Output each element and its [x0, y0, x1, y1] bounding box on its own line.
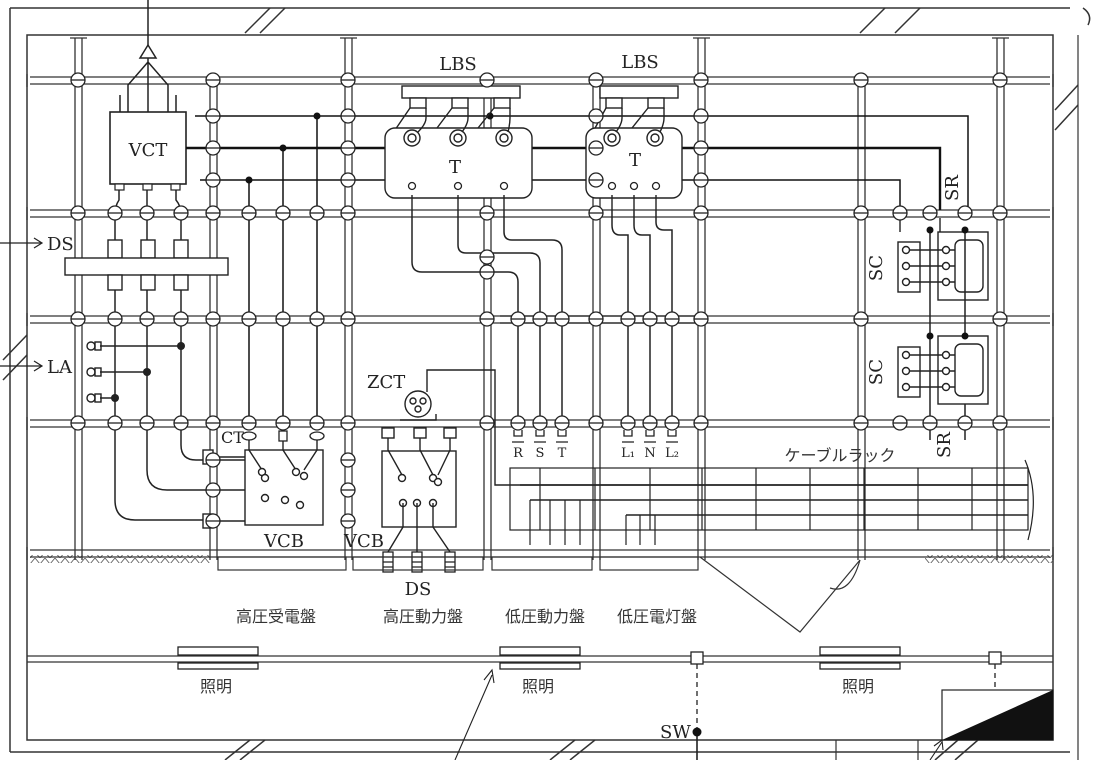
- incoming-line: [119, 0, 177, 112]
- zct-unit: [400, 369, 520, 486]
- vcb-1-label: VCB: [263, 531, 304, 552]
- secondary-cables-lighting: [611, 210, 673, 420]
- la-unit: [86, 341, 181, 403]
- vcb-1: [202, 440, 324, 529]
- vct-box: [109, 111, 187, 185]
- ds-bottom-unit: [382, 551, 456, 573]
- frame-joints: [70, 72, 1008, 529]
- light-2-label: 照明: [522, 677, 554, 696]
- phase-s: S: [536, 446, 545, 461]
- cable-rack: [509, 459, 1034, 545]
- floor-hatch-left: [30, 555, 210, 563]
- t-2-label: T: [629, 150, 641, 171]
- vcb-2: [381, 427, 457, 553]
- switch-dot: [692, 727, 702, 737]
- vct-terminals: [114, 183, 181, 191]
- sr-bottom-label: SR: [934, 432, 955, 458]
- lbs-1-label: LBS: [439, 54, 477, 75]
- phase-r: R: [513, 446, 524, 461]
- switch-label: SW: [660, 722, 691, 743]
- ct-label: CT: [221, 428, 244, 447]
- lv-terminal-marks: [512, 430, 678, 443]
- lbs-1: [384, 85, 533, 210]
- panel-hv-receiving: 高圧受電盤: [236, 607, 316, 626]
- sr-top-label: SR: [942, 175, 963, 201]
- light-3-label: 照明: [842, 677, 874, 696]
- wall-stub: [835, 740, 919, 760]
- ds-bottom-label: DS: [405, 579, 432, 600]
- sc-top-label: SC: [866, 255, 887, 281]
- secondary-cables-power: [411, 210, 563, 420]
- ds-unit: [64, 239, 229, 291]
- sc-bottom-label: SC: [866, 359, 887, 385]
- la-label: LA: [47, 357, 73, 378]
- phase-n: N: [644, 446, 655, 461]
- vct-label: VCT: [128, 140, 168, 161]
- ds-callout: [0, 237, 44, 249]
- cable-rack-label: ケーブルラック: [784, 446, 895, 465]
- vcb-2-label: VCB: [343, 531, 384, 552]
- ds-vcb-cables: [114, 290, 266, 521]
- panel-lv-power: 低圧動力盤: [505, 607, 585, 626]
- hv-bus: [186, 115, 969, 424]
- transformer-terminals: [407, 181, 661, 191]
- lighting-fixtures: [177, 646, 1002, 670]
- ds-label: DS: [47, 234, 74, 255]
- ct-symbols: [241, 430, 325, 442]
- panel-outlines: [217, 556, 699, 571]
- zct-label: ZCT: [367, 372, 405, 393]
- floor-hatch-right: [925, 555, 1053, 563]
- corner-triangle: [942, 690, 1053, 740]
- sr-junction-dots: [926, 226, 969, 340]
- panel-hv-power: 高圧動力盤: [383, 607, 463, 626]
- lbs-2: [585, 85, 683, 210]
- room-walls: [2, 7, 1091, 760]
- t-1-label: T: [449, 157, 461, 178]
- sr-sc-lower: [897, 335, 989, 405]
- lbs-2-label: LBS: [621, 52, 659, 73]
- light-1-label: 照明: [200, 677, 232, 696]
- phase-t: T: [558, 446, 567, 461]
- switch-wiring: [696, 664, 996, 730]
- la-junction-dots: [111, 342, 185, 402]
- door-swing: [699, 556, 861, 633]
- sr-sc-upper: [897, 218, 989, 440]
- phase-l2: L₂: [665, 446, 679, 461]
- la-callout: [0, 360, 44, 372]
- phase-l1: L₁: [621, 446, 635, 461]
- panel-lv-lighting: 低圧電灯盤: [617, 607, 697, 626]
